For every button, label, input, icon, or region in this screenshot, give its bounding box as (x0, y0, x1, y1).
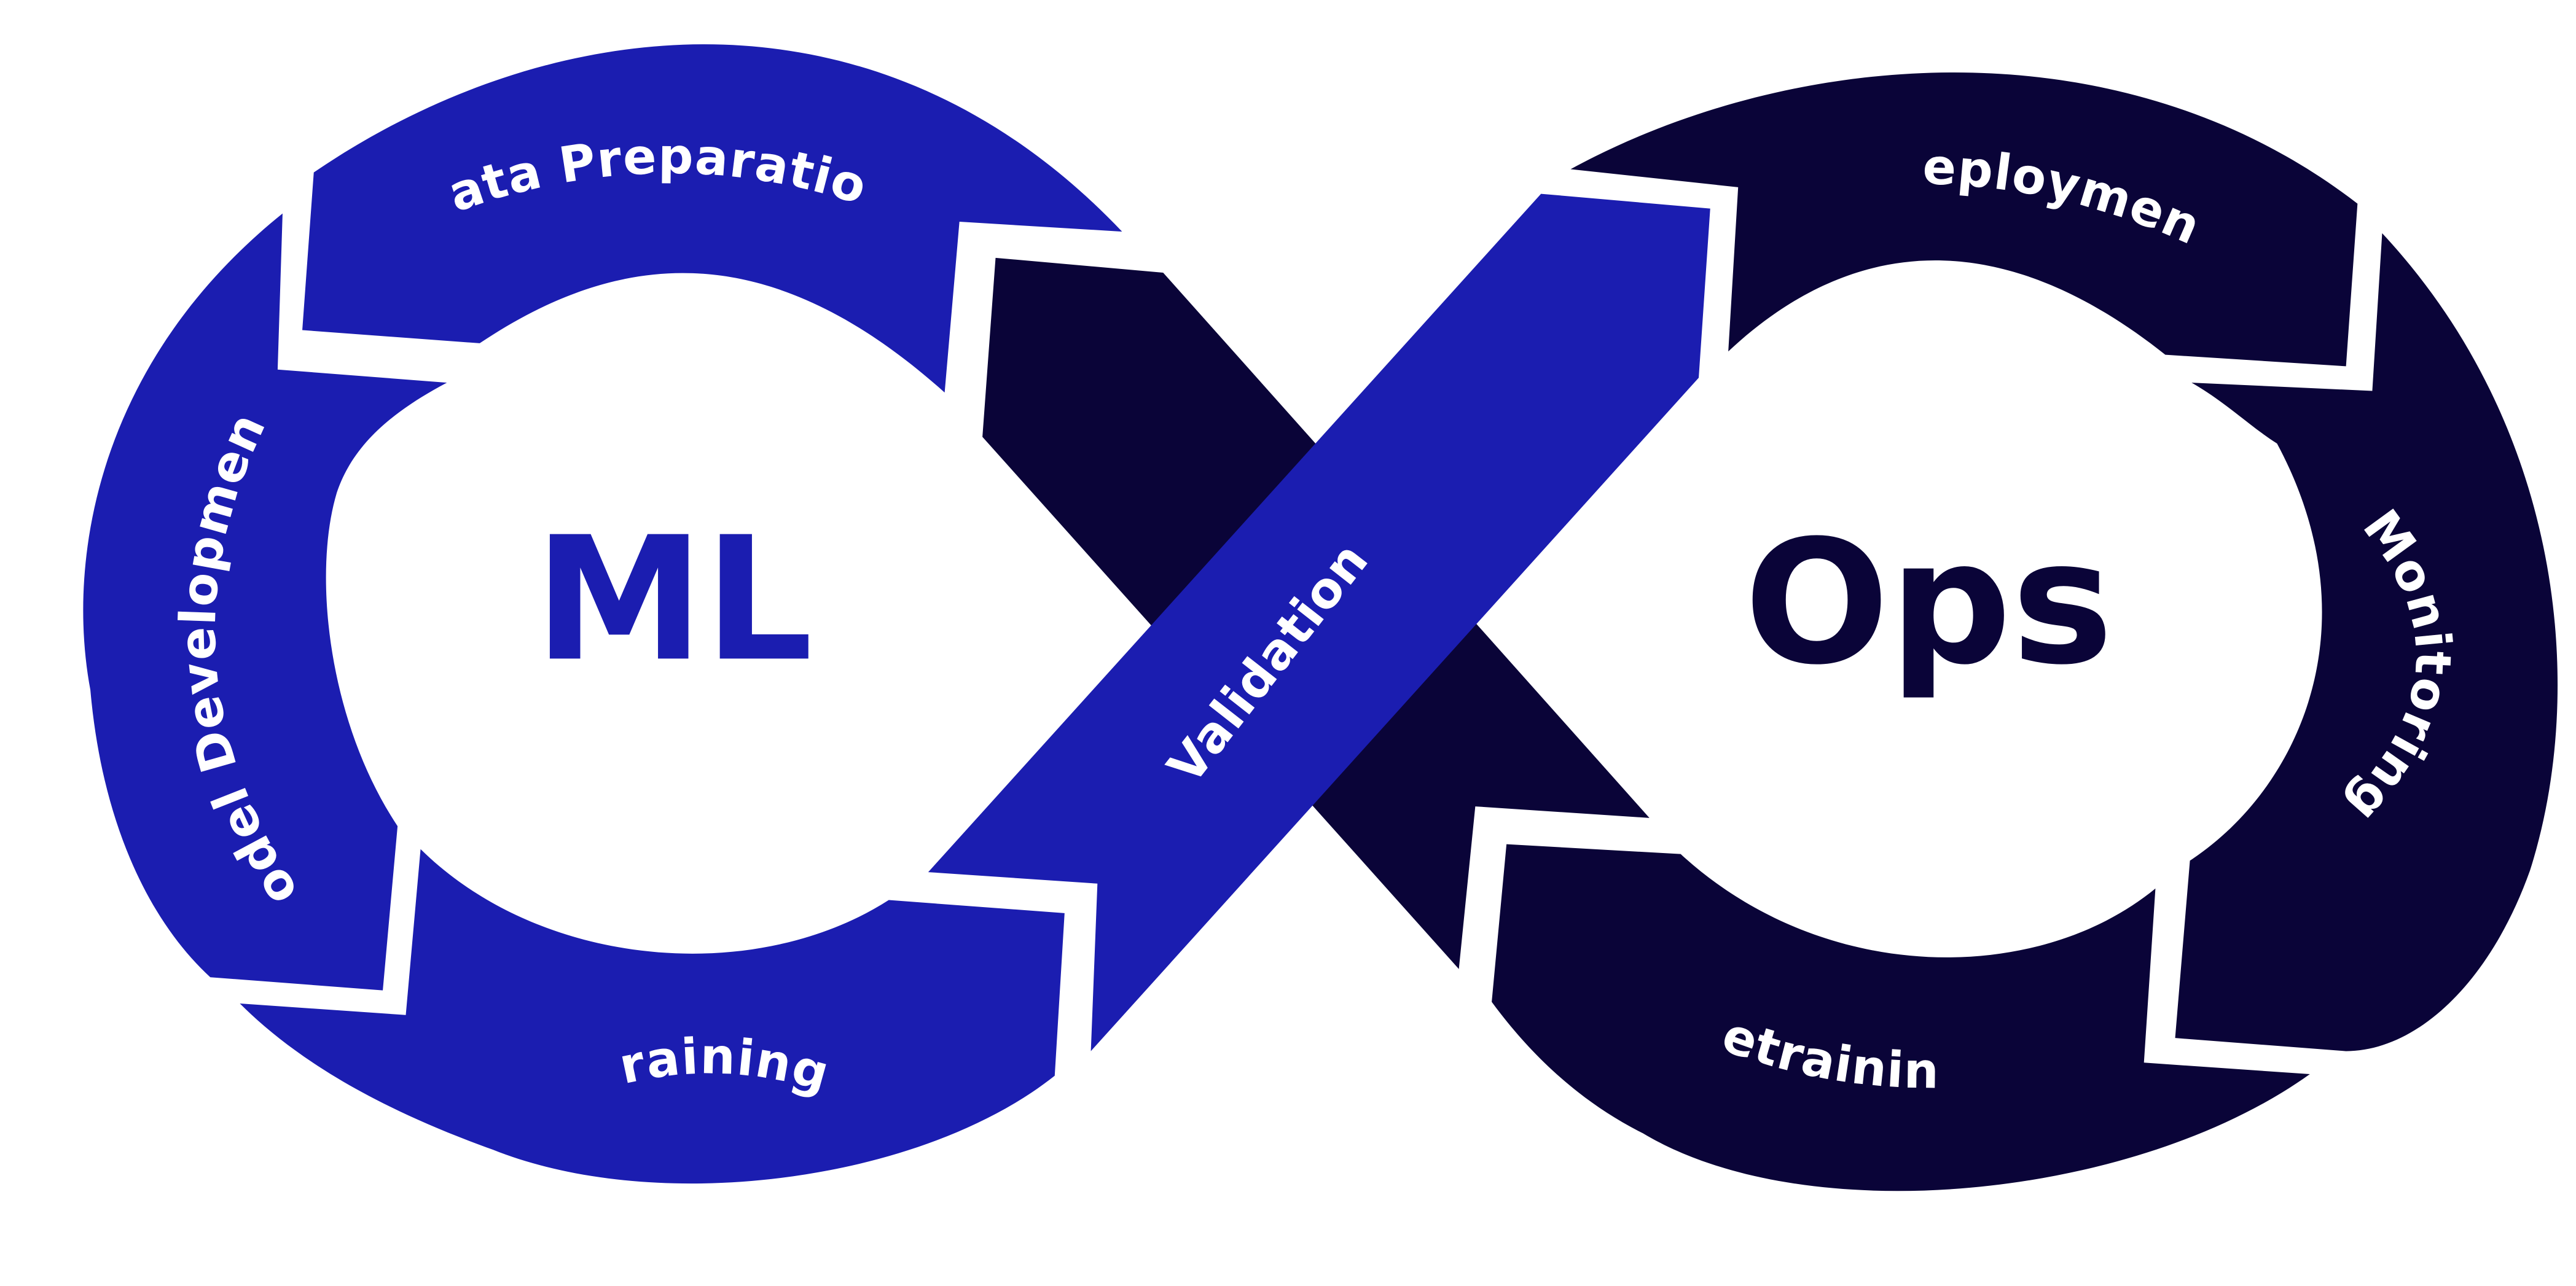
segment-deployment (1570, 72, 2358, 367)
segment-data-preparation (302, 44, 1122, 393)
ml-center-label: ML (534, 500, 813, 699)
ops-loop (982, 72, 2558, 1191)
segment-model-development (83, 213, 447, 991)
segment-training (240, 849, 1065, 1184)
segment-retraining (1492, 844, 2310, 1191)
ml-loop (83, 44, 1710, 1184)
segment-monitoring (2175, 233, 2558, 1051)
segment-validation (928, 193, 1710, 1051)
ops-center-label: Ops (1744, 504, 2113, 703)
